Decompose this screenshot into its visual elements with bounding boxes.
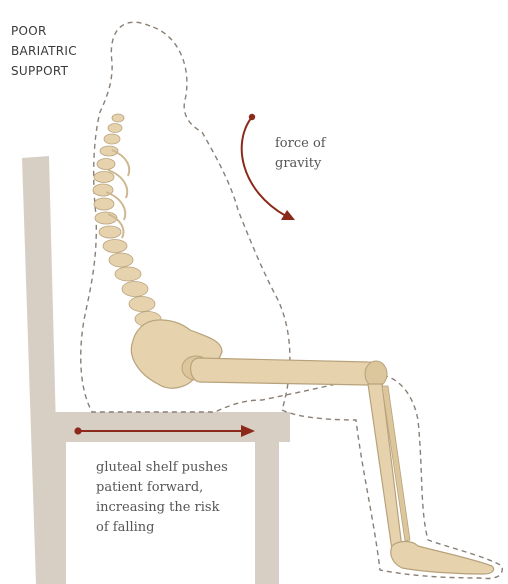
title-line-2: BARIATRIC — [11, 44, 77, 58]
title-line-1: POOR — [11, 24, 47, 38]
shelf-note-line-4: of falling — [96, 518, 228, 538]
foot — [391, 542, 494, 575]
knee — [365, 361, 387, 387]
shelf-note-line-1: gluteal shelf pushes — [96, 458, 228, 478]
gravity-label-line-2: gravity — [275, 154, 326, 174]
shelf-note-line-2: patient forward, — [96, 478, 228, 498]
spine — [93, 114, 161, 327]
shelf-note-line-3: increasing the risk — [96, 498, 228, 518]
femur — [191, 358, 384, 385]
gluteal-shelf-note: gluteal shelf pushes patient forward, in… — [96, 458, 228, 538]
chair-rear-leg — [44, 440, 66, 584]
title-line-3: SUPPORT — [11, 64, 68, 78]
gravity-label-line-1: force of — [275, 134, 326, 154]
chair-seat — [48, 412, 290, 442]
gravity-label: force of gravity — [275, 134, 326, 174]
chair-front-leg — [255, 440, 279, 584]
